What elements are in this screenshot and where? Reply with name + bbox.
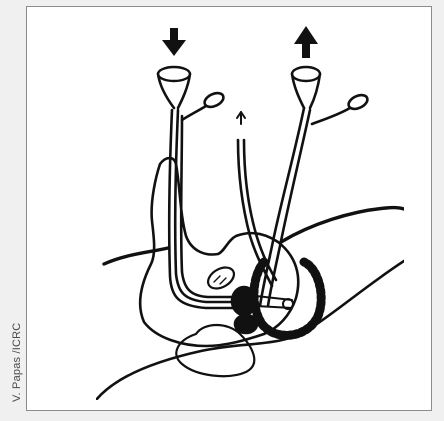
body-contour-skin bbox=[104, 248, 168, 264]
illustration bbox=[96, 16, 404, 400]
photo-credit: V. Papas /ICRC bbox=[11, 323, 23, 402]
arrow-down-icon bbox=[162, 28, 186, 56]
cavity-outline bbox=[140, 158, 298, 346]
body-contour-right bbox=[281, 208, 404, 242]
arrow-up-icon bbox=[294, 26, 318, 58]
lesion-oval bbox=[204, 263, 237, 293]
